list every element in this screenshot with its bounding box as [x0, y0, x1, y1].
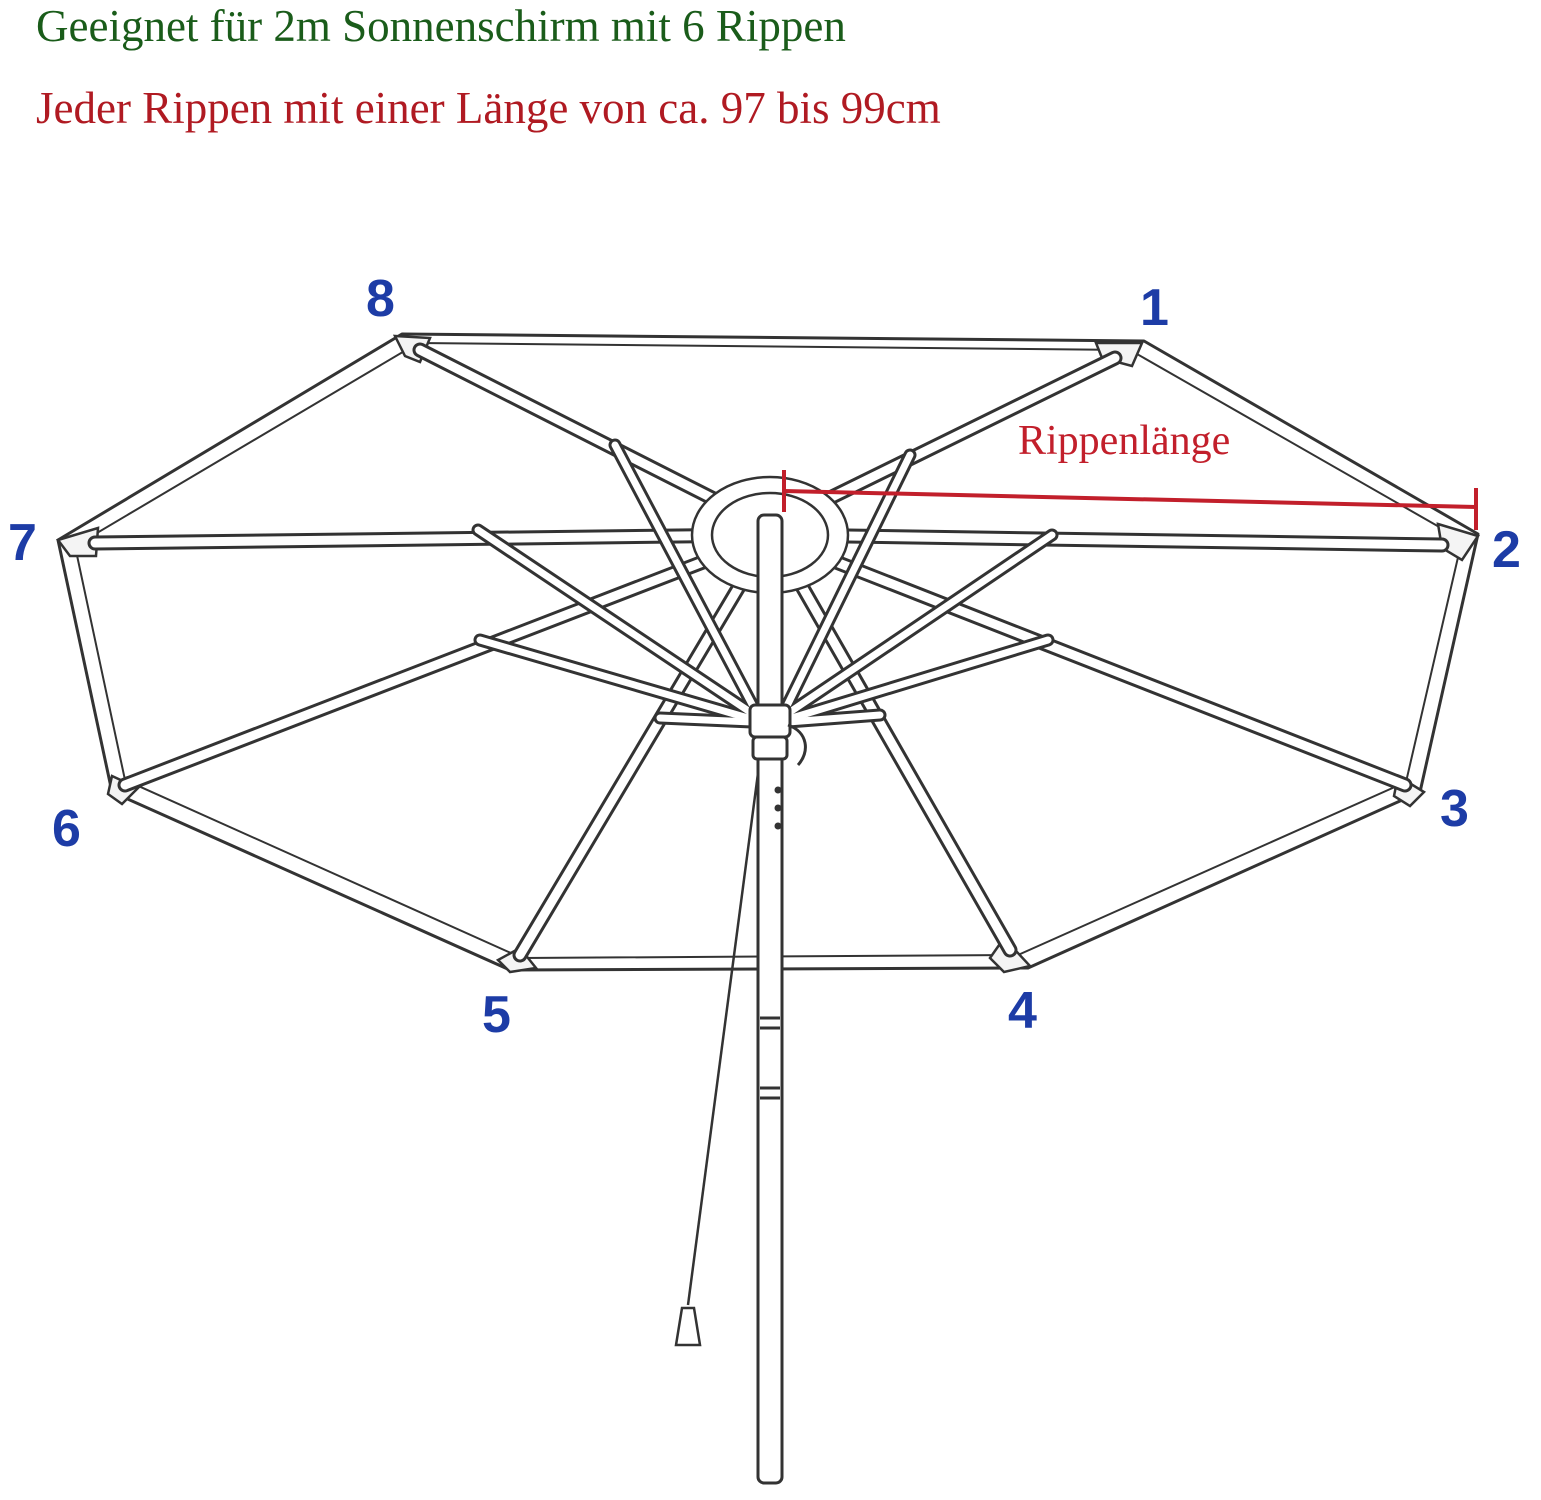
heading-umbrella-size: Geeignet für 2m Sonnenschirm mit 6 Rippe… [36, 1, 846, 51]
main-ribs [87, 342, 1450, 963]
heading-rib-length: Jeder Rippen mit einer Länge von ca. 97 … [36, 83, 941, 133]
support-struts [471, 438, 1059, 729]
rib-number-1: 1 [1140, 279, 1169, 337]
pull-cord [674, 757, 762, 1347]
rib-number-7: 7 [8, 514, 37, 572]
rib-number-8: 8 [366, 270, 395, 328]
rib-number-2: 2 [1492, 521, 1521, 579]
rib-length-dimension [782, 470, 1478, 530]
rib-number-5: 5 [482, 986, 511, 1044]
rib-number-3: 3 [1440, 780, 1469, 838]
runner-crank [748, 703, 807, 767]
rib-number-4: 4 [1008, 982, 1037, 1040]
rib-number-6: 6 [52, 800, 81, 858]
umbrella-pole [756, 513, 784, 1485]
rib-length-label: Rippenlänge [1018, 418, 1230, 464]
